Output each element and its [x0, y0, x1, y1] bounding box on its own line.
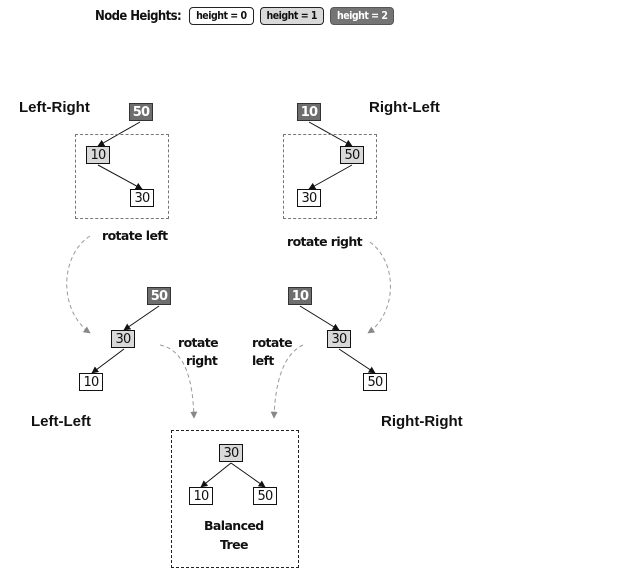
- subtree-box-left-right: [75, 134, 169, 219]
- rotate-right-label-line2: right: [186, 353, 218, 368]
- node-heights-legend: Node Heights: height = 0 height = 1 heig…: [95, 7, 395, 25]
- tree-node: 50: [340, 146, 364, 164]
- tree-node: 50: [129, 103, 153, 121]
- edge-lr-10-30: [97, 164, 143, 190]
- case-title-left-left: Left-Left: [31, 413, 91, 430]
- tree-node: 50: [147, 287, 171, 305]
- balanced-tree-label-line1: Balanced: [204, 518, 264, 533]
- balanced-tree-label-line2: Tree: [220, 537, 248, 552]
- tree-node: 50: [253, 487, 277, 505]
- balanced-tree-box: [171, 430, 299, 568]
- case-title-left-right: Left-Right: [19, 99, 90, 116]
- rotate-left-label: rotate left: [102, 228, 168, 243]
- tree-node: 10: [86, 146, 110, 164]
- edge-ll-50-30: [123, 305, 160, 331]
- legend-height-2: height = 2: [329, 7, 395, 25]
- rotate-left-label-line2: left: [252, 353, 274, 368]
- tree-node: 50: [363, 373, 387, 391]
- tree-node: 10: [288, 287, 312, 305]
- tree-node: 10: [79, 373, 103, 391]
- tree-node: 30: [130, 189, 154, 207]
- case-title-right-right: Right-Right: [381, 413, 463, 430]
- subtree-box-right-left: [283, 134, 377, 219]
- edge-ll-30-10: [91, 348, 125, 374]
- case-title-right-left: Right-Left: [369, 99, 440, 116]
- edge-rr-30-50: [338, 348, 376, 374]
- legend-height-1: height = 1: [259, 7, 324, 25]
- rotate-right-label: rotate right: [287, 234, 363, 249]
- tree-node: 30: [297, 189, 321, 207]
- edge-bal-30-10: [200, 462, 232, 488]
- tree-node: 10: [189, 487, 213, 505]
- rotate-left-arrow: [66, 235, 91, 334]
- legend-height-0: height = 0: [189, 7, 254, 25]
- tree-node: 10: [297, 103, 321, 121]
- rotate-left-label-line1: rotate: [252, 335, 293, 350]
- tree-node: 30: [111, 330, 135, 348]
- rotate-right-arrow-top: [367, 241, 391, 334]
- tree-node: 30: [327, 330, 351, 348]
- rotate-left-arrow-bottom: [270, 344, 304, 419]
- edge-rr-10-30: [299, 305, 340, 331]
- legend-title: Node Heights:: [95, 8, 182, 24]
- edge-bal-30-50: [230, 462, 266, 488]
- rotate-right-label-line1: rotate: [178, 335, 219, 350]
- edge-rl-50-30: [308, 164, 353, 190]
- tree-node: 30: [219, 444, 243, 462]
- rotate-right-arrow-bottom: [159, 344, 198, 419]
